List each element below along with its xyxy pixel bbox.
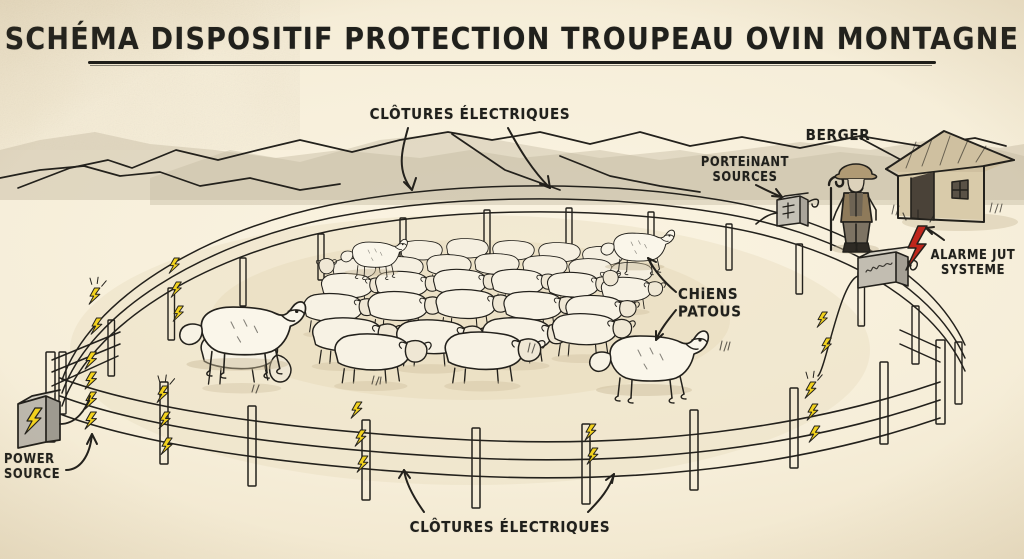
fence-energizer-box <box>755 192 820 227</box>
paper-grain-texture <box>0 0 300 150</box>
label-chiens-patous: CHiENS PATOUS <box>678 285 742 321</box>
label-power-source: POWER SOURCE <box>4 450 61 482</box>
page-title: SCHÉMA DISPOSITIF PROTECTION TROUPEAU OV… <box>4 22 1020 57</box>
title-underline-shadow <box>90 65 932 66</box>
title-underline <box>88 61 936 64</box>
label-berger: BERGER <box>805 126 871 145</box>
alarm-battery-box <box>817 209 935 377</box>
label-fence-top: CLÔTURES ÉLECTRIQUES <box>369 105 571 124</box>
label-alarme-systeme: ALARME JUT SYSTEME <box>930 246 1016 278</box>
label-porteinant-sources: PORTEiNANT SOURCES <box>700 153 790 185</box>
label-fence-bottom: CLÔTURES ÉLECTRIQUES <box>409 518 611 537</box>
